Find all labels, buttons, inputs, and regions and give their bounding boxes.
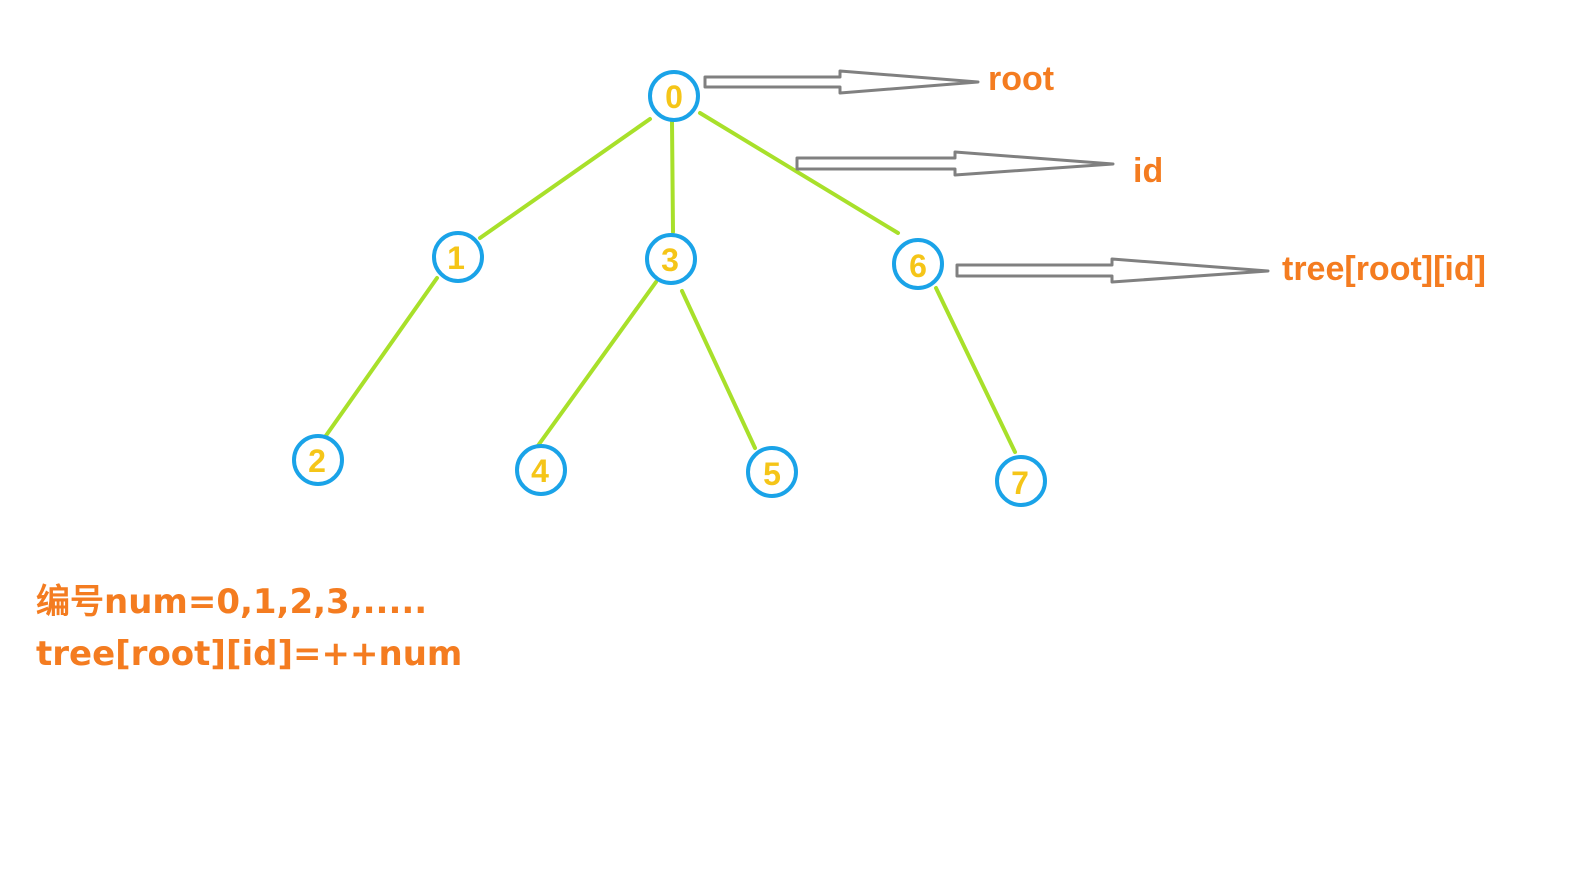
tree-node: 6: [892, 238, 944, 290]
tree-node: 1: [432, 231, 484, 283]
edge-1-2: [323, 276, 439, 439]
edge-3-4: [535, 280, 658, 449]
node-circle: [645, 233, 697, 285]
tree-node: 2: [292, 434, 344, 486]
node-label: 3: [661, 242, 679, 278]
tree-edges: [323, 111, 1017, 454]
node-circle: [892, 238, 944, 290]
assignment-note: tree[root][id]=++num: [36, 634, 463, 674]
arrow-id: [795, 150, 1115, 177]
tree-node: 3: [645, 233, 697, 285]
node-label: 7: [1011, 465, 1029, 501]
node-label: 2: [308, 443, 326, 479]
annotation-root: root: [988, 60, 1054, 98]
node-circle: [746, 446, 798, 498]
node-circle: [648, 70, 700, 122]
annotation-id: id: [1133, 152, 1163, 190]
edge-3-5: [680, 289, 757, 450]
arrow-tree: [955, 257, 1270, 284]
tree-node: 4: [515, 444, 567, 496]
node-circle: [292, 434, 344, 486]
node-label: 5: [763, 456, 781, 492]
numbering-note: 编号num=0,1,2,3,.....: [36, 582, 428, 622]
annotation-tree: tree[root][id]: [1282, 250, 1486, 288]
arrow-root: [703, 69, 980, 95]
node-circle: [515, 444, 567, 496]
node-circle: [432, 231, 484, 283]
tree-node: 7: [995, 455, 1047, 507]
annotation-arrows: [703, 69, 1270, 284]
tree-node: 5: [746, 446, 798, 498]
edge-0-1: [478, 117, 652, 240]
tree-node: 0: [648, 70, 700, 122]
edge-6-7: [934, 286, 1017, 454]
node-label: 4: [531, 453, 549, 489]
edge-0-6: [698, 111, 900, 235]
node-label: 6: [909, 248, 927, 284]
edge-0-3: [670, 120, 675, 234]
node-circle: [995, 455, 1047, 507]
node-label: 0: [665, 79, 683, 115]
node-label: 1: [447, 240, 465, 276]
